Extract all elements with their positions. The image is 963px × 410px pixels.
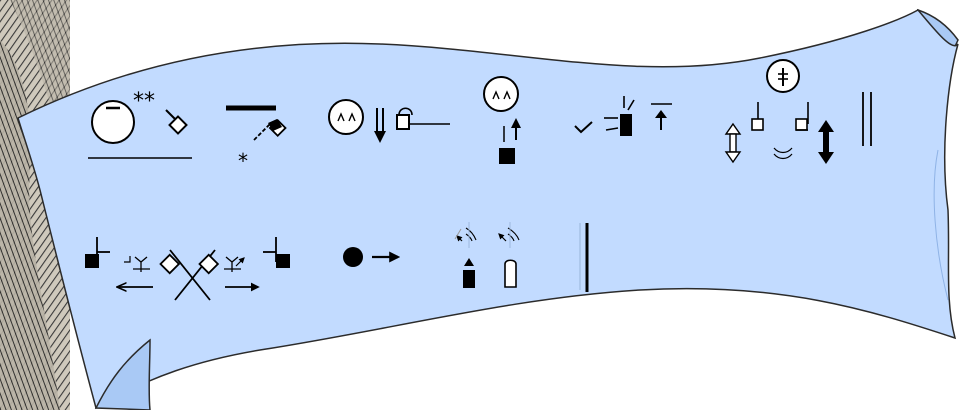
sign-dot-arrow [343,247,401,267]
sign-head-down-arrow-box [328,99,450,143]
sign-arcs-hands [454,222,520,288]
scroll-banner [17,8,959,410]
single-bar-separator [579,223,589,292]
sign-head-double-arrows-boxes [724,59,834,164]
sign-bar-diamond-asterisk: * [226,105,287,173]
double-bar-separator [862,92,872,146]
sign-crossed-diamonds-arrows [85,237,290,301]
svg-text:*: * [238,149,248,173]
svg-text:**: ** [133,89,155,114]
sign-head-winks-asterisks: ** [88,89,192,159]
sign-head-up-arrow-square [483,76,521,164]
sign-check-hand-rays [574,96,672,136]
